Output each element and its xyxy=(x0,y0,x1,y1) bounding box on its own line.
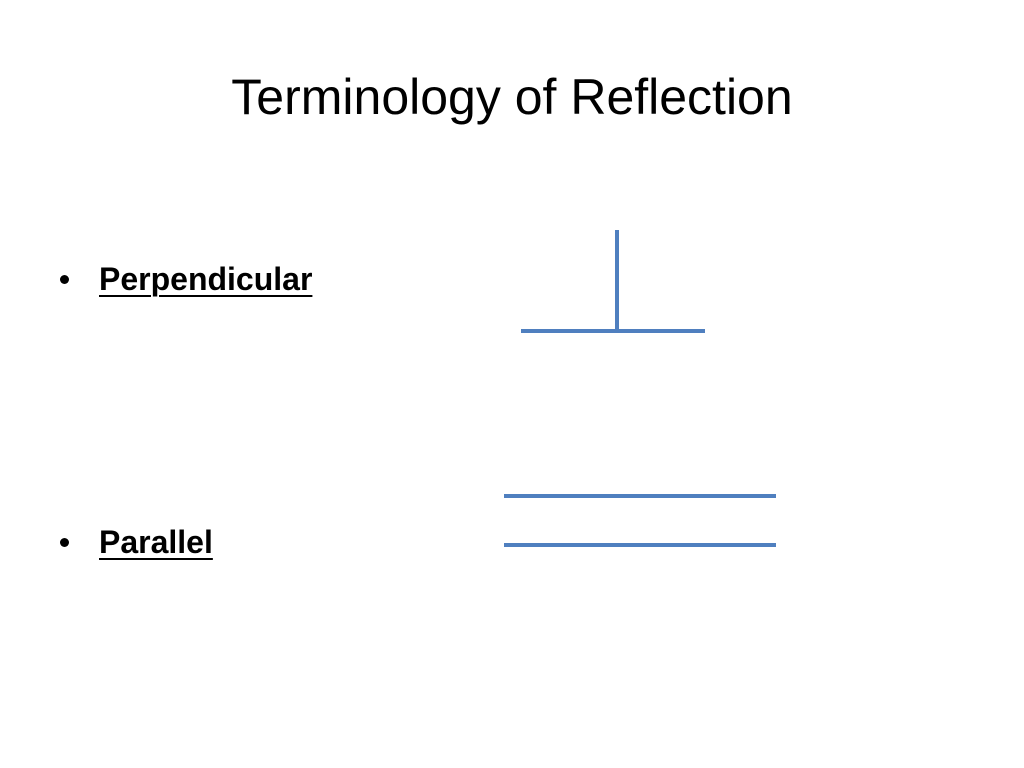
bullet-dot-icon xyxy=(60,274,69,284)
bullet-item-perpendicular: Perpendicular xyxy=(60,259,312,299)
bullet-item-parallel: Parallel xyxy=(60,522,213,562)
bullet-label-parallel: Parallel xyxy=(99,524,213,560)
slide-title: Terminology of Reflection xyxy=(231,69,793,125)
parallel-lines-icon xyxy=(504,494,776,547)
perpendicular-lines-icon xyxy=(521,230,705,333)
bullet-label-perpendicular: Perpendicular xyxy=(99,261,313,297)
bullet-dot-icon xyxy=(60,537,69,547)
